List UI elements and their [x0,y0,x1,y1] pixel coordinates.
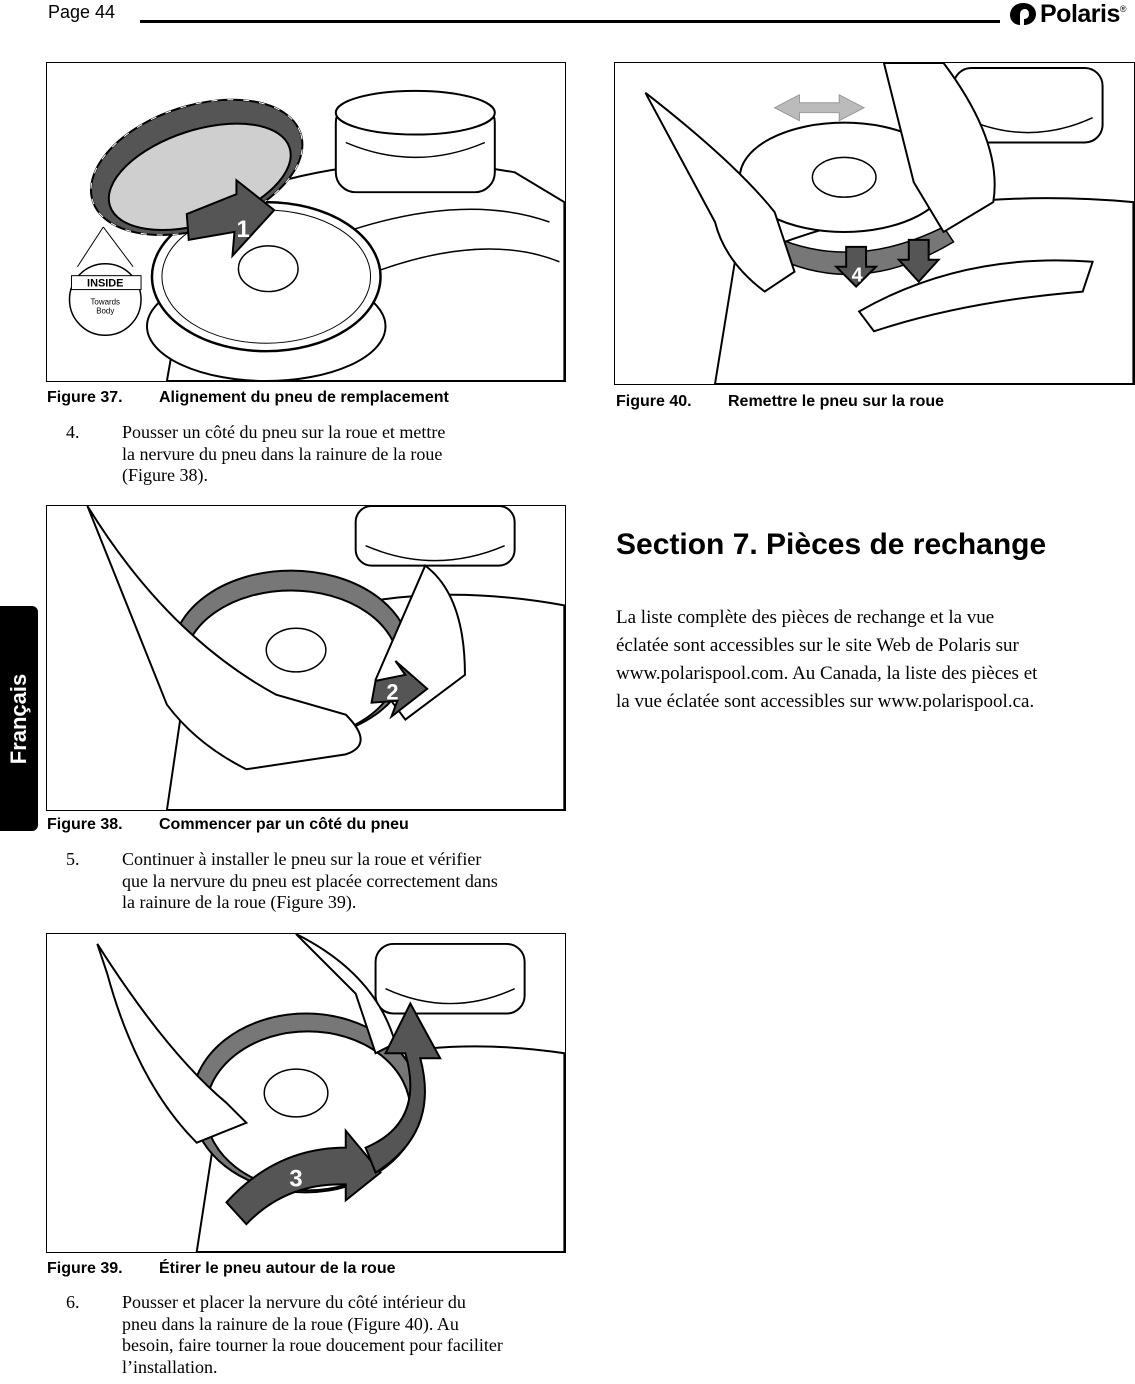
step-5-text: Continuer à installer le pneu sur la rou… [122,849,498,914]
figure-40-callout: 4 [852,265,863,287]
step-4-line: (Figure 38). [122,465,208,485]
step-6-text: Pousser et placer la nervure du côté int… [122,1292,503,1378]
tire-alignment-illustration: 1 INSIDE Towards Body [68,89,565,381]
section-body-line: La liste complète des pièces de rechange… [616,607,995,628]
step-6-line: besoin, faire tourner la roue doucement … [122,1335,503,1355]
step-6-line: l’installation. [122,1356,218,1377]
figure-40-illustration: 4 [614,62,1135,385]
figure-37-callout: 1 [236,216,249,243]
section-title: Section 7. Pièces de rechange [616,528,1047,561]
tire-stretch-illustration: 3 [96,934,565,1252]
section-body-line: la vue éclatée sont accessibles sur www.… [616,691,1035,712]
towards-label: Towards [90,297,120,306]
inside-label: INSIDE [87,278,123,290]
header-rule [140,20,1000,23]
body-label: Body [96,306,114,315]
figure-37-title: Alignement du pneu de remplacement [159,389,449,406]
section-body-line: éclatée sont accessibles sur le site Web… [616,635,1019,656]
section-body-line: www.polarispool.com. Au Canada, la liste… [616,663,1038,684]
step-6-line: pneu dans la rainure de la roue (Figure … [122,1313,459,1334]
step-6-line: Pousser et placer la nervure du côté int… [122,1292,466,1312]
figure-37-number: Figure 37. [47,389,123,406]
step-6-number: 6. [66,1292,80,1312]
figure-38-title: Commencer par un côté du pneu [159,816,409,833]
figure-38-number: Figure 38. [47,816,123,833]
language-tab-label: Français [6,673,31,764]
figure-40-caption: Figure 40. Remettre le pneu sur la roue [616,393,944,411]
page-number: Page 44 [48,2,116,22]
figure-39-callout: 3 [289,1165,302,1192]
figure-38-callout: 2 [386,680,398,705]
step-5: 5. Continuer à installer le pneu sur la … [66,849,566,919]
step-4-line: Pousser un côté du pneu sur la roue et m… [122,422,446,442]
polaris-logo: Polaris ® [1008,0,1127,28]
figure-38-caption: Figure 38. Commencer par un côté du pneu [47,816,409,834]
section-body: La liste complète des pièces de rechange… [616,604,1135,716]
step-4-number: 4. [66,422,80,442]
figure-39-title: Étirer le pneu autour de la roue [159,1260,396,1277]
step-6: 6. Pousser et placer la nervure du côté … [66,1292,571,1382]
figure-38-illustration: 2 [46,505,566,811]
polaris-emblem-icon [1010,3,1036,25]
figure-40-number: Figure 40. [616,393,692,410]
tire-refit-illustration: 4 [644,63,1134,384]
step-4-text: Pousser un côté du pneu sur la roue et m… [122,422,445,487]
step-5-line: que la nervure du pneu est placée correc… [122,870,498,891]
figure-39-illustration: 3 [46,933,566,1253]
figure-37-illustration: 1 INSIDE Towards Body [46,62,566,382]
step-5-line: la rainure de la roue (Figure 39). [122,892,357,912]
step-5-line: Continuer à installer le pneu sur la rou… [122,849,482,869]
step-4: 4. Pousser un côté du pneu sur la roue e… [66,422,556,492]
figure-39-number: Figure 39. [47,1260,123,1277]
step-4-line: la nervure du pneu dans la rainure de la… [122,443,443,464]
registered-mark: ® [1119,4,1127,14]
tire-start-illustration: 2 [86,506,565,810]
figure-39-caption: Figure 39. Étirer le pneu autour de la ro… [47,1260,396,1278]
figure-37-caption: Figure 37. Alignement du pneu de remplace… [47,389,449,407]
step-5-number: 5. [66,849,80,869]
brand-name: Polaris [1040,0,1120,28]
language-tab: Français [0,606,38,831]
figure-40-title: Remettre le pneu sur la roue [728,393,945,410]
